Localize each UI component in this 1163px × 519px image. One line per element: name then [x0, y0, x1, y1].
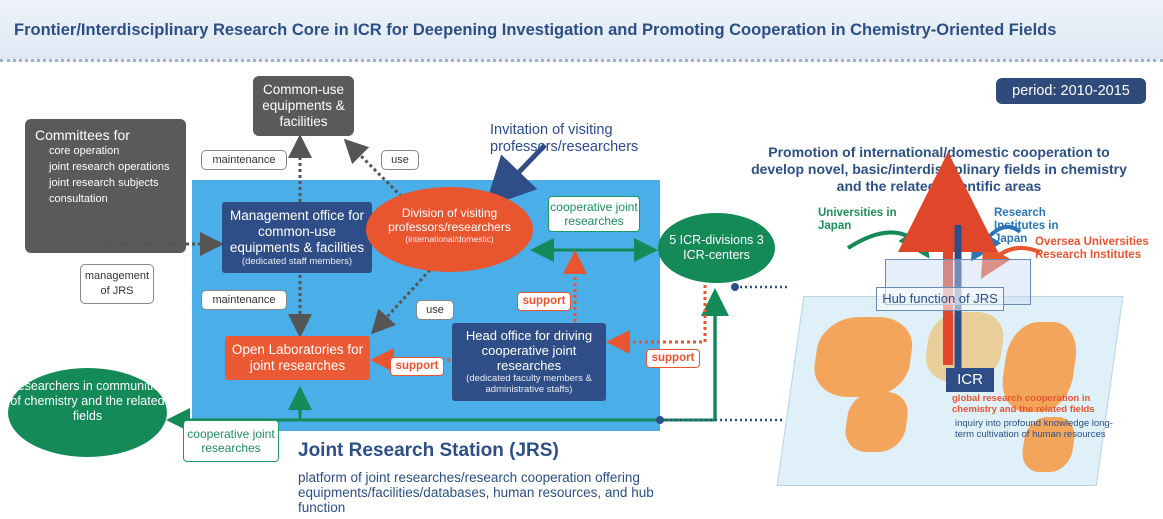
division-label: Division of visiting professors/research… [388, 206, 511, 234]
invitation-label: Invitation of visiting professors/resear… [490, 122, 639, 155]
common-use-box: Common-use equipments & facilities [253, 76, 354, 136]
title-bar [0, 0, 1163, 62]
researchers-ellipse: Researchers in communities of chemistry … [8, 368, 167, 457]
committees-heading: Committees for [35, 127, 130, 143]
committee-item: joint research operations [49, 161, 170, 173]
jrs-description: platform of joint researches/research co… [298, 470, 654, 515]
head-office-label: Head office for driving cooperative join… [465, 328, 593, 373]
committee-item: consultation [49, 193, 108, 205]
oversea-label: Oversea Universities Research Institutes [1035, 236, 1149, 261]
jrs-title: Joint Research Station (JRS) [298, 440, 559, 461]
division-sub: (international/domestic) [405, 234, 494, 244]
use-tag-top: use [381, 150, 419, 170]
management-of-jrs-tag: management of JRS [80, 264, 154, 304]
support-tag-right: support [646, 349, 700, 368]
maintenance-tag-top: maintenance [201, 150, 287, 170]
universities-label: Universities in Japan [818, 207, 897, 232]
icr-badge: ICR [946, 368, 994, 392]
use-tag-mid: use [416, 300, 454, 320]
period-badge: period: 2010-2015 [996, 78, 1146, 104]
head-office-sub: (dedicated faculty members & administrat… [466, 373, 592, 395]
page-title: Frontier/Interdisciplinary Research Core… [14, 21, 1057, 39]
management-office-box: Management office for common-use equipme… [222, 202, 372, 273]
hub-function-label: Hub function of JRS [876, 287, 1004, 311]
icr-divisions-ellipse: 5 ICR-divisions 3 ICR-centers [658, 213, 775, 283]
inquiry-label: inquiry into profound knowledge long-ter… [955, 418, 1113, 440]
division-ellipse: Division of visiting professors/research… [366, 187, 533, 272]
committee-item: core operation [49, 145, 120, 157]
committee-item: joint research subjects [49, 177, 159, 189]
management-office-sub: (dedicated staff members) [241, 256, 353, 267]
research-institutes-label: Research Institutes in Japan [994, 207, 1059, 245]
global-cooperation-label: global research cooperation in chemistry… [952, 393, 1095, 415]
committees-box: Committees for core operation joint rese… [25, 119, 186, 253]
support-tag-division: support [517, 292, 571, 311]
cooperative-tag-top: cooperative joint researches [548, 196, 640, 232]
management-office-label: Management office for common-use equipme… [229, 208, 365, 255]
maintenance-tag-mid: maintenance [201, 290, 287, 310]
head-office-box: Head office for driving cooperative join… [452, 323, 606, 401]
cooperative-tag-bottom: cooperative joint researches [183, 420, 279, 462]
open-laboratories-box: Open Laboratories for joint researches [225, 336, 370, 380]
support-tag-openlab: support [390, 357, 444, 376]
